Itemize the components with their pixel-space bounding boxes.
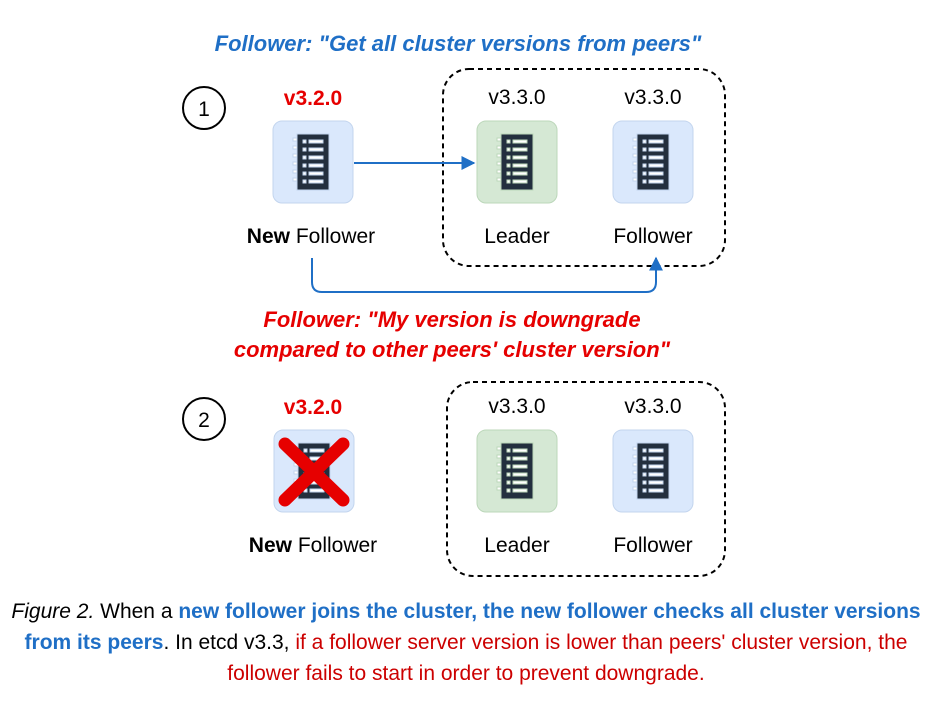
step1-number: 1 [198,98,210,121]
figure-caption: Figure 2. When a new follower joins the … [0,596,932,689]
caption-highlight-red: if a follower server version is lower th… [227,631,908,685]
step1-new-follower-version: v3.2.0 [284,87,342,110]
caption-highlight-blue: new follower joins the cluster, the new … [24,600,921,654]
step1-leader-version: v3.3.0 [488,86,545,109]
step1-leader-server-icon [476,120,558,204]
step1-header: Follower: "Get all cluster versions from… [215,31,702,56]
step2-cluster-group [446,381,726,577]
step1-follower-server-icon [612,120,694,204]
caption-text-1: When a [94,600,179,623]
step2-new-follower-label: New Follower [249,534,377,557]
step2-leader-server-icon [476,429,558,513]
red-x-icon [278,437,350,507]
step1-new-follower-server-icon [272,120,354,204]
step1-follower-version: v3.3.0 [624,86,681,109]
caption-figure-label: Figure 2. [11,600,95,623]
step2-number-circle [182,397,226,441]
step2-new-follower-version: v3.2.0 [284,396,342,419]
step1-cluster-group [442,68,726,267]
step2-follower-version: v3.3.0 [624,395,681,418]
step2-number: 2 [198,409,210,432]
step1-new-follower-label: New Follower [247,225,375,248]
arrow-to-follower [311,256,663,293]
step1-leader-label: Leader [484,225,549,248]
step1-number-circle [182,86,226,130]
step2-leader-label: Leader [484,534,549,557]
step1-message-line1: Follower: "My version is downgrade [263,307,640,332]
step2-follower-server-icon [612,429,694,513]
caption-text-2: . In etcd v3.3, [163,631,296,654]
step2-follower-label: Follower [613,534,692,557]
step1-message-line2: compared to other peers' cluster version… [234,337,671,362]
step1-follower-label: Follower [613,225,692,248]
step2-leader-version: v3.3.0 [488,395,545,418]
